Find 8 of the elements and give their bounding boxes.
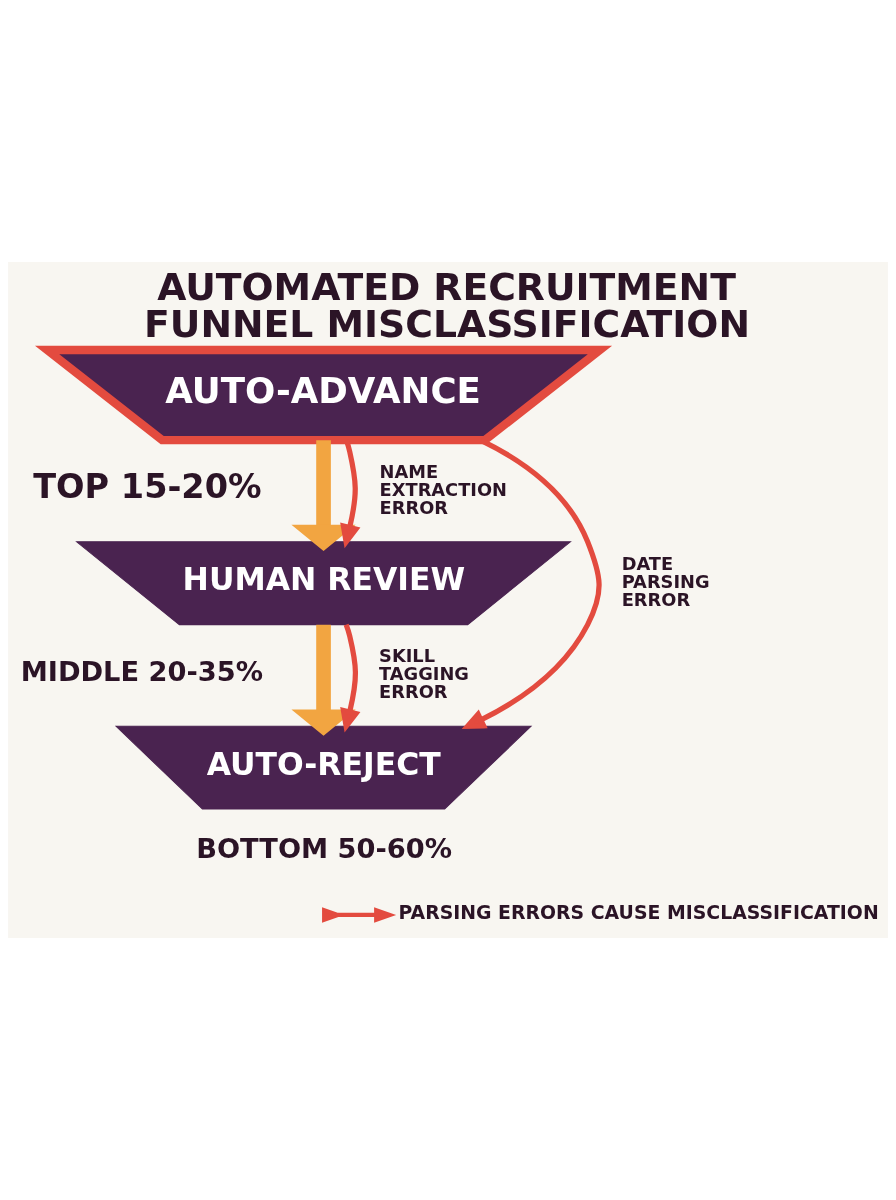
legend-label: PARSING ERRORS CAUSE MISCLASSIFICATION [398, 900, 879, 923]
node-label: MIDDLE 20-35% [20, 656, 263, 688]
edge-label: SKILL TAGGING ERROR [379, 645, 469, 703]
edge-label: NAME EXTRACTION ERROR [379, 461, 507, 518]
node-label: BOTTOM 50-60% [196, 833, 453, 865]
edge-label: DATE PARSING ERROR [621, 553, 710, 610]
diagram-title: AUTOMATED RECRUITMENT FUNNEL MISCLASSIFICATION [144, 264, 750, 347]
node-label: TOP 15-20% [33, 467, 262, 507]
